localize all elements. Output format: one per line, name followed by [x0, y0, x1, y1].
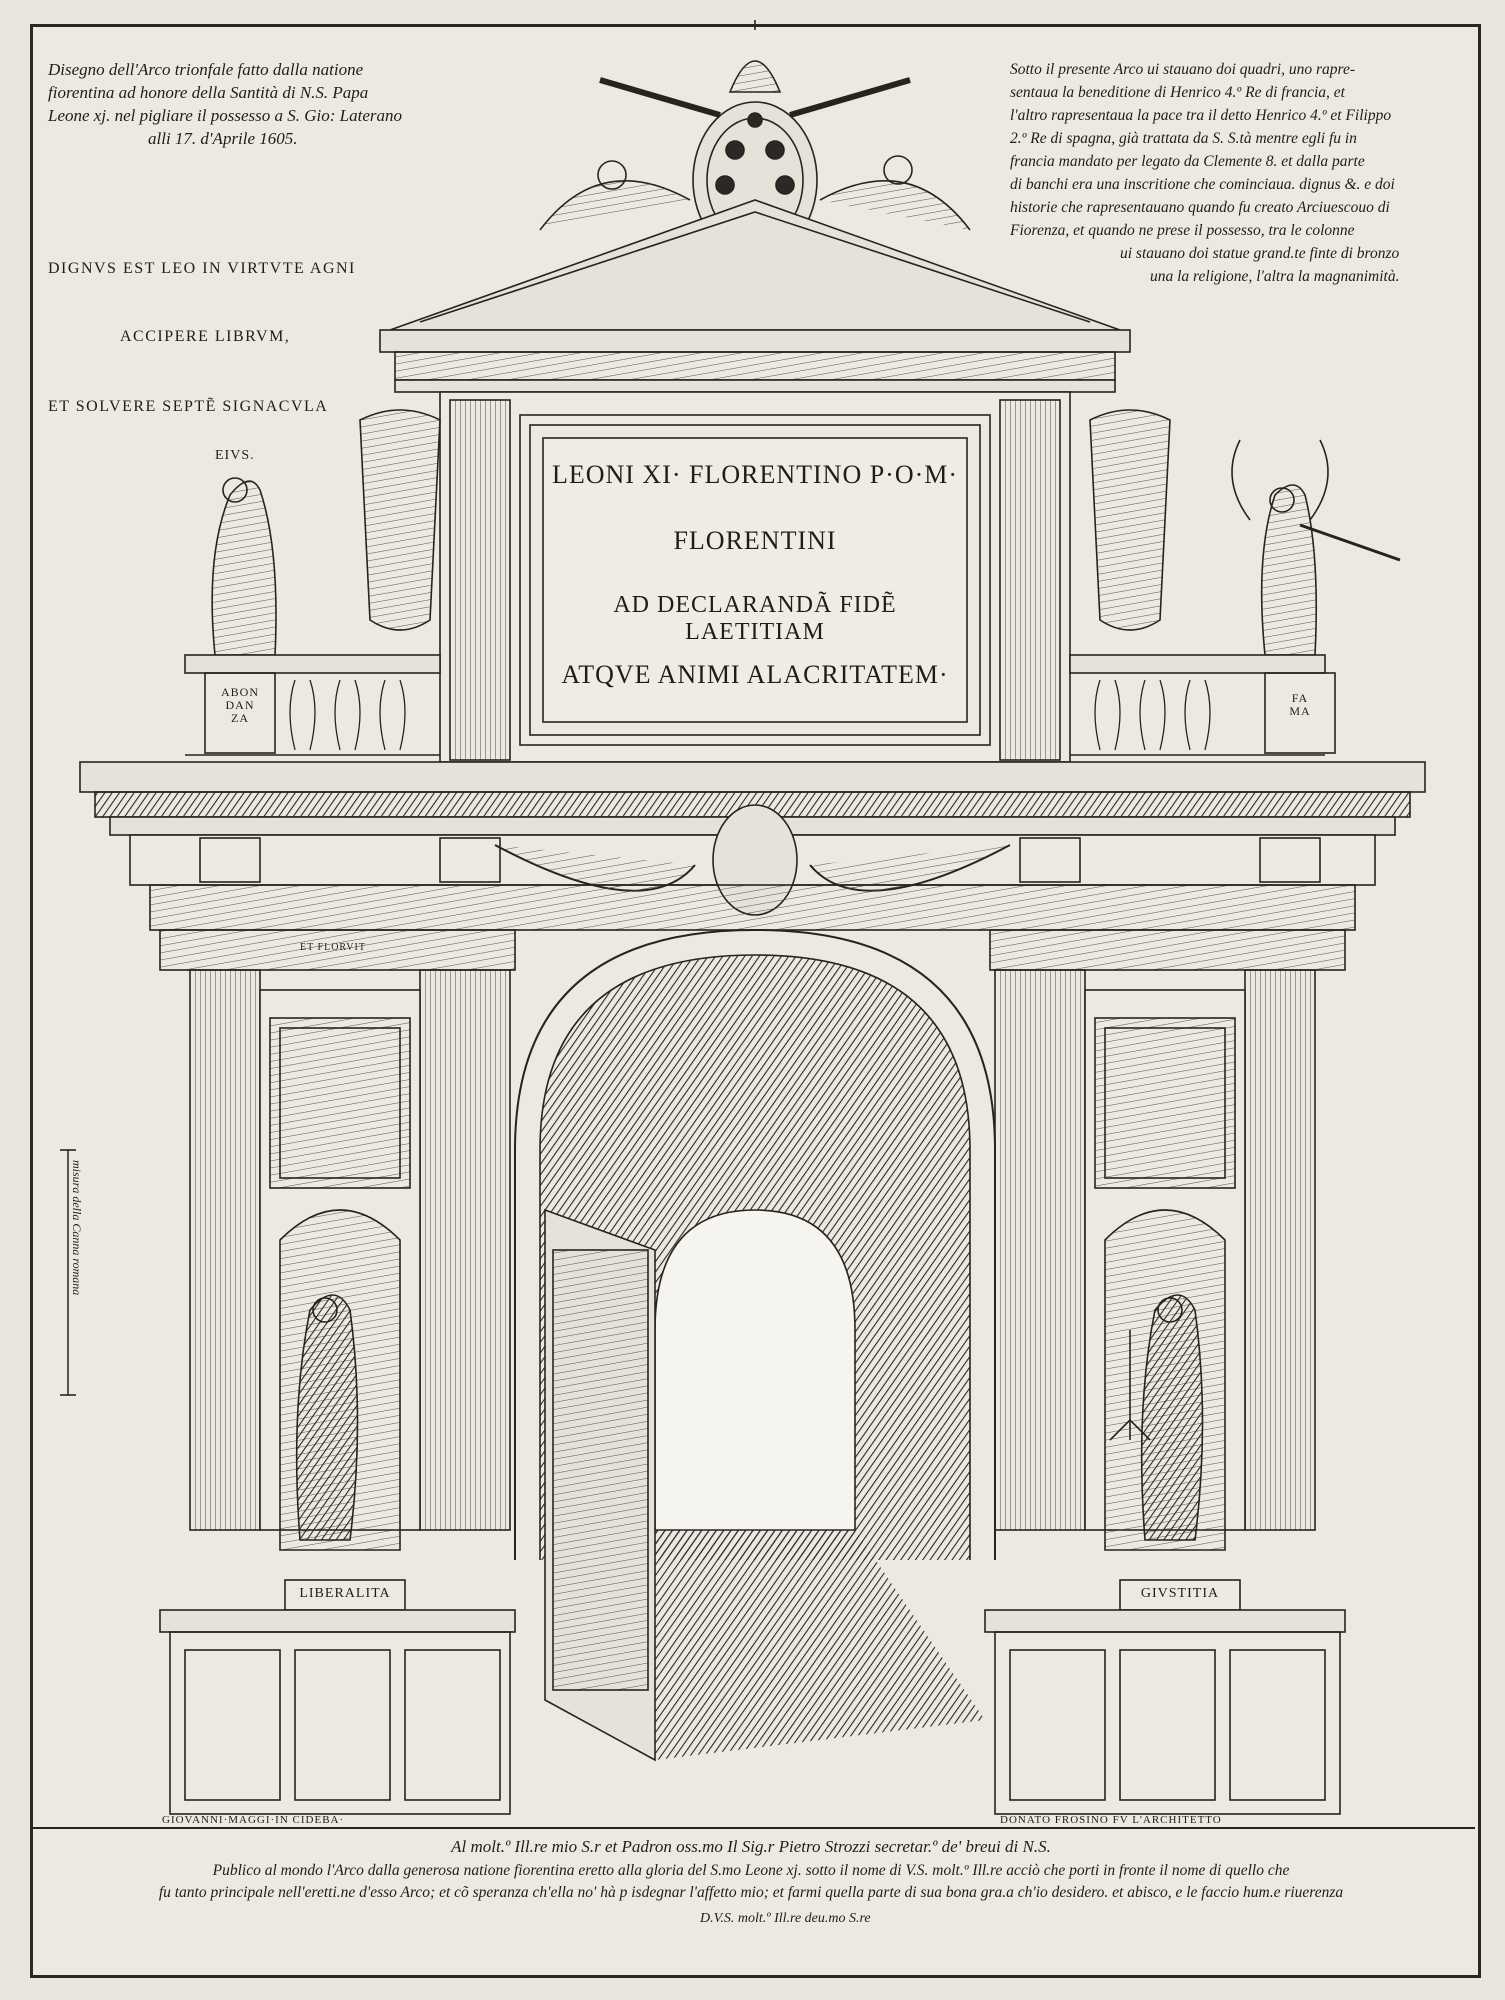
left-motto-line-3: ET SOLVERE SEPTẼ SIGNACVLA [48, 398, 329, 415]
left-motto-line-2: ACCIPERE LIBRVM, [120, 328, 291, 345]
architect-signature: DONATO FROSINO FV L'ARCHITETTO [1000, 1814, 1222, 1826]
attic-inscription: LEONI XI· FLORENTINO P·O·M· FLORENTINI A… [551, 460, 959, 689]
left-motto-line-1: DIGNVS EST LEO IN VIRTVTE AGNI [48, 260, 356, 277]
liberality-label: LIBERALITA [299, 1586, 391, 1601]
abundance-statue-icon [211, 480, 277, 656]
justice-statue-icon [1140, 1294, 1204, 1541]
fame-plaque: FA MA [1289, 691, 1311, 718]
liberality-statue-icon [295, 1294, 359, 1541]
left-frieze-label: ET FLORVIT [300, 942, 366, 953]
dedication-signoff: D.V.S. molt.º Ill.re deu.mo S.re [700, 1911, 871, 1926]
scale-label: misura della Canna romana [70, 1160, 84, 1296]
engraver-signature: GIOVANNI·MAGGI·IN CIDEBA· [162, 1814, 345, 1826]
dedication-line-1: Al molt.º Ill.re mio S.r et Padron oss.m… [451, 1837, 1051, 1856]
top-left-caption: Disegno dell'Arco trionfale fatto dalla … [48, 60, 402, 148]
left-motto-line-4: EIVS. [215, 448, 255, 463]
dedication-line-2: Publico al mondo l'Arco dalla generosa n… [212, 1862, 1290, 1879]
justice-label: GIVSTITIA [1140, 1586, 1220, 1601]
dedication-line-3: fu tanto principale nell'eretti.ne d'ess… [158, 1884, 1344, 1901]
abundance-plaque: ABON DAN ZA [220, 685, 259, 725]
top-right-caption: Sotto il presente Arco ui stauano doi qu… [1010, 61, 1400, 285]
